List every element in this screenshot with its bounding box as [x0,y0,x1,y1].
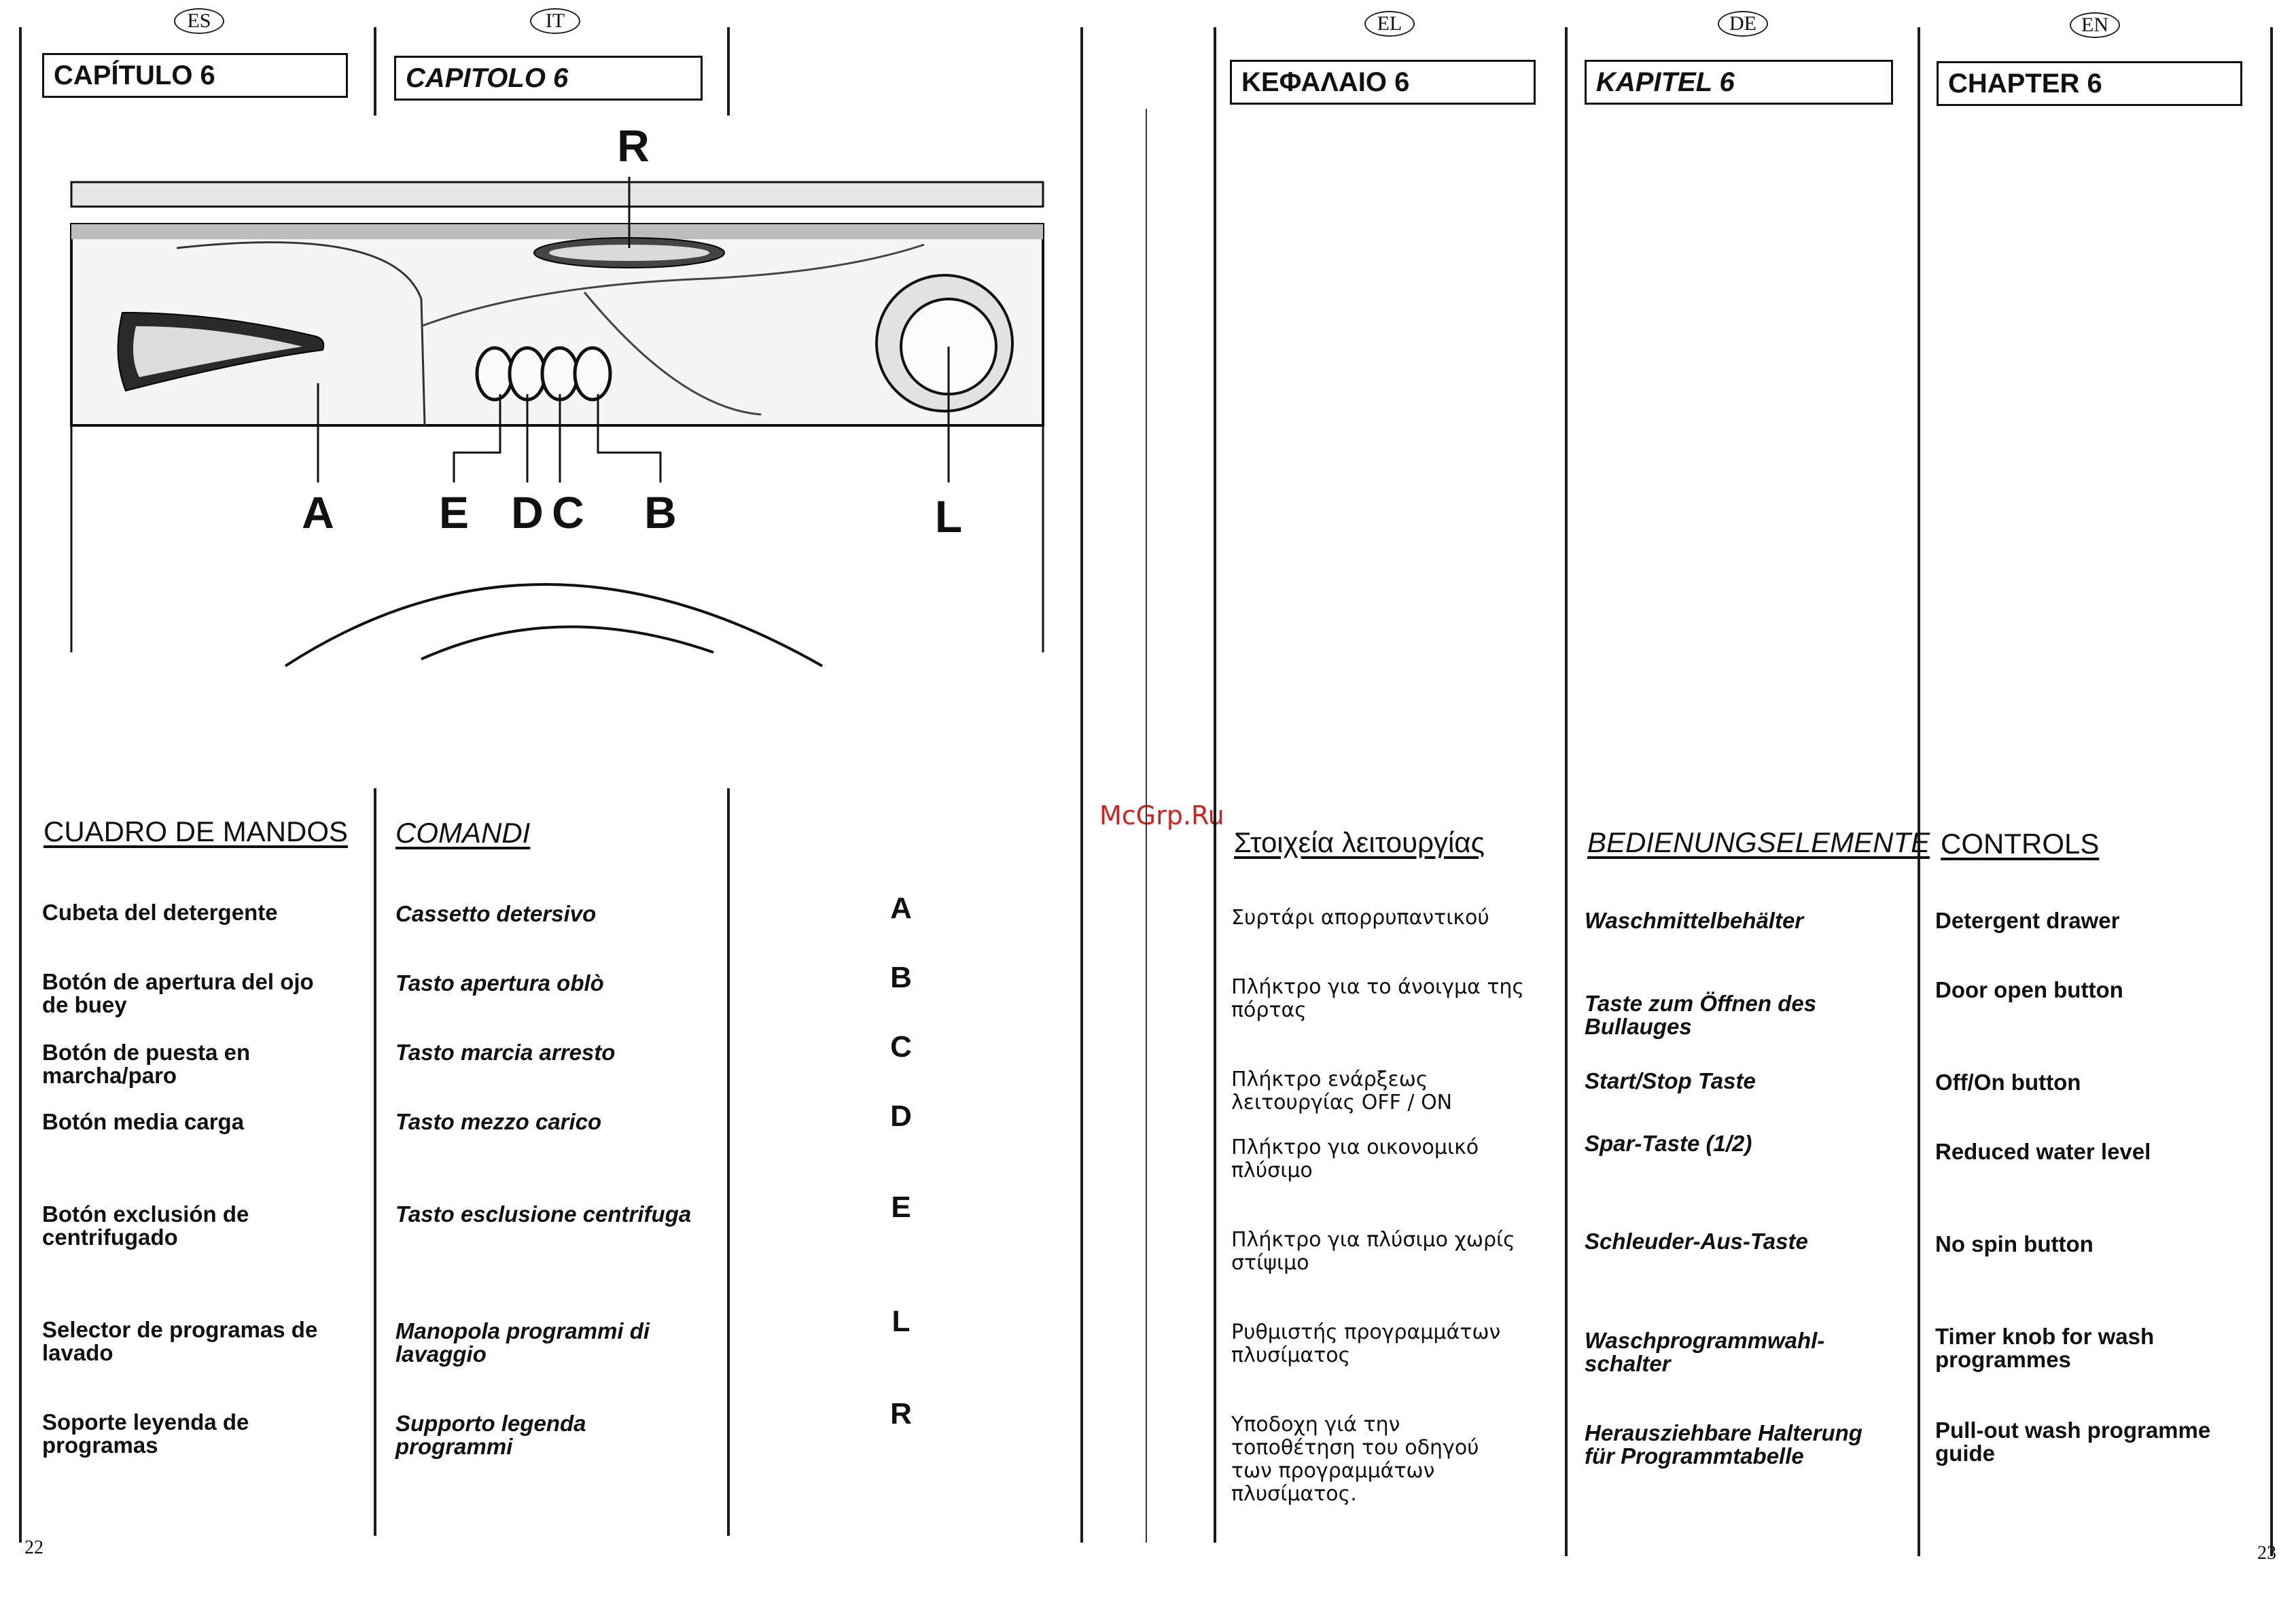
list-item: Soporte leyenda de programas [42,1409,249,1458]
reference-letter: E [891,1191,911,1224]
callout-label-l: L [934,491,963,542]
list-item: Συρτάρι απορρυπαντικού [1231,906,1489,930]
reference-letter: D [890,1100,912,1133]
list-item: Door open button [1935,977,2123,1002]
callout-label-c: C [552,487,584,538]
door-arc-inner [421,625,714,661]
language-code-el: EL [1364,11,1415,37]
language-code-it: IT [530,8,580,34]
language-code-es: ES [174,8,224,34]
callout-line-e [453,394,501,482]
button-b [573,346,612,402]
column-rule [1214,27,1216,1543]
panel-shadow-band [71,224,1043,239]
list-item: No spin button [1935,1231,2094,1256]
callout-line-b [597,394,662,482]
list-item: Tasto apertura oblò [395,970,604,996]
reference-letter: B [890,961,912,994]
list-item: Start/Stop Taste [1585,1068,1756,1093]
list-item: Botón media carga [42,1109,245,1134]
spine-rule [1080,27,1083,1543]
list-item: Ρυθμιστής προγραμμάτων πλυσίματος [1231,1320,1501,1367]
list-item: Υποδοχη γιά την τοποθέτηση του οδηγού τω… [1231,1413,1479,1506]
list-item: Botón de puesta en marcha/paro [42,1040,251,1088]
callout-label-e: E [438,487,470,538]
section-heading-en: CONTROLS [1941,828,2100,860]
callout-label-d: D [511,487,544,538]
column-rule [727,27,730,116]
list-item: Detergent drawer [1935,908,2120,933]
button-d [508,346,547,402]
drawer-outline [176,241,426,426]
page-number-right: 23 [2257,1543,2276,1564]
reference-letter: R [890,1397,912,1430]
button-c [540,346,580,402]
spine-rule [1146,109,1147,1543]
list-item: Selector de programas de lavado [42,1317,318,1365]
panel-top-strip [70,181,1044,208]
list-item: Botón exclusión de centrifugado [42,1201,249,1250]
chapter-title-it: CAPITOLO 6 [394,56,703,101]
column-rule [2270,27,2273,1556]
column-rule [727,788,730,1536]
list-item: Off/On button [1935,1070,2081,1095]
reference-letter: L [891,1305,911,1338]
reference-letter: A [890,892,912,925]
door-arc-outer [284,583,823,667]
panel-curve [421,243,925,328]
list-item: Πλήκτρο για οικονομικό πλύσιμο [1231,1136,1479,1182]
language-code-de: DE [1718,11,1768,37]
list-item: Manopola programmi di lavaggio [395,1318,650,1367]
list-item: Timer knob for wash programmes [1935,1324,2155,1372]
list-item: Tasto mezzo carico [395,1109,602,1134]
callout-label-r: R [617,120,650,171]
list-item: Tasto esclusione centrifuga [395,1201,692,1227]
list-item: Schleuder-Aus-Taste [1585,1229,1808,1254]
list-item: Tasto marcia arresto [395,1040,616,1065]
list-item: Πλήκτρο για πλύσιμο χωρίς στίψιμο [1231,1228,1515,1275]
language-code-en: EN [2070,12,2120,38]
drawer-handle-highlight [133,326,302,377]
list-item: Cassetto detersivo [395,901,597,926]
chapter-title-el: ΚΕΦΑΛΑΙΟ 6 [1230,60,1536,105]
list-item: Supporto legenda programmi [395,1411,586,1459]
watermark: McGrp.Ru [1099,801,1224,830]
callout-label-a: A [302,487,334,538]
chapter-title-es: CAPÍTULO 6 [42,53,348,98]
panel-curve [583,292,762,416]
list-item: Botón de apertura del ojo de buey [42,969,314,1017]
section-heading-it: COMANDI [395,817,531,849]
chapter-title-de: KAPITEL 6 [1585,60,1893,105]
list-item: Herausziehbare Halterung für Programmtab… [1585,1420,1862,1468]
list-item: Waschprogrammwahl-schalter [1585,1328,1825,1376]
list-item: Pull-out wash programme guide [1935,1418,2211,1466]
reference-letter: C [890,1030,912,1063]
callout-label-b: B [644,487,677,538]
list-item: Waschmittelbehälter [1585,908,1804,933]
section-heading-el: Στοιχεία λειτουργίας [1234,826,1485,858]
chapter-title-en: CHAPTER 6 [1937,61,2242,106]
list-item: Taste zum Öffnen des Bullauges [1585,991,1817,1039]
programme-guide-slot-inner [549,245,709,261]
list-item: Cubeta del detergente [42,900,278,925]
left-border-rule [19,27,22,1543]
section-heading-es: CUADRO DE MANDOS [43,815,349,847]
control-panel-diagram [70,177,1044,667]
list-item: Πλήκτρο για το άνοιγμα της πόρτας [1231,975,1525,1022]
column-rule [374,27,376,116]
button-e [475,346,514,402]
list-item: Reduced water level [1935,1139,2151,1164]
list-item: Πλήκτρο ενάρξεως λειτουργίας OFF / ON [1231,1068,1453,1114]
list-item: Spar-Taste (1/2) [1585,1131,1752,1156]
column-rule [1918,27,1920,1556]
column-rule [374,788,376,1536]
column-rule [1565,27,1568,1556]
section-heading-de: BEDIENUNGSELEMENTE [1587,826,1930,858]
page-number-left: 22 [24,1537,43,1558]
